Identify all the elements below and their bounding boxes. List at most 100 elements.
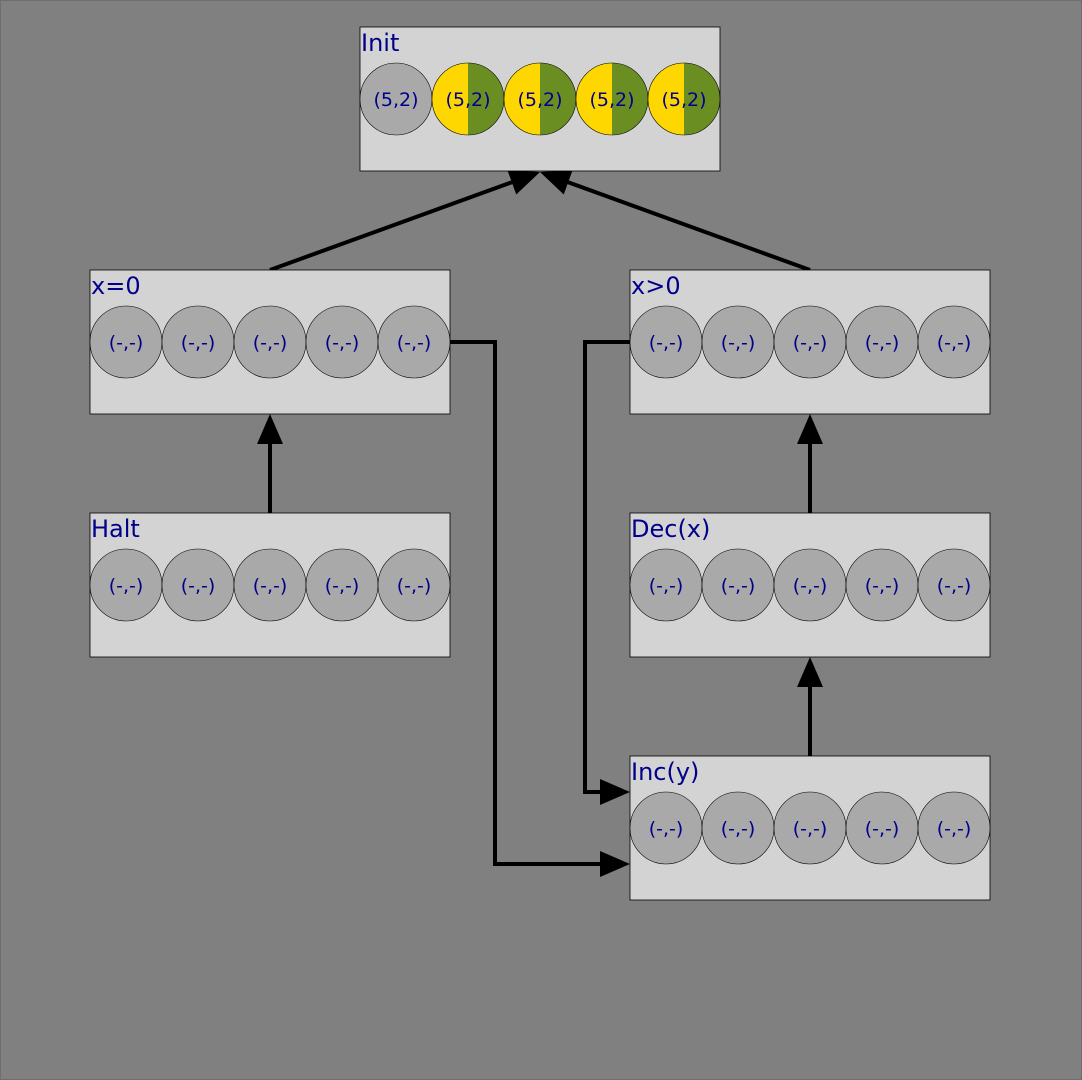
token-label: (-,-) [649, 818, 684, 840]
token-label: (-,-) [649, 332, 684, 354]
token[interactable]: (-,-) [773, 305, 847, 379]
token-label: (5,2) [445, 89, 490, 111]
node-x-gt-0[interactable]: x>0 (-,-) (-,-) (-,-) (-,-) (-,-) [629, 269, 991, 415]
token-label: (-,-) [397, 332, 432, 354]
token-label: (-,-) [325, 575, 360, 597]
token-outline [647, 62, 721, 136]
token[interactable]: (-,-) [917, 305, 991, 379]
arrow-head [257, 414, 283, 444]
edge-line [583, 340, 630, 794]
token-label: (5,2) [661, 89, 706, 111]
token[interactable]: (-,-) [917, 548, 991, 622]
token[interactable]: (-,-) [305, 548, 379, 622]
edge-x-eq-0-to-init[interactable] [269, 170, 540, 272]
token-label: (-,-) [865, 818, 900, 840]
token[interactable]: (-,-) [773, 548, 847, 622]
token-label: (-,-) [253, 332, 288, 354]
arrow-head [797, 657, 823, 687]
edge-halt-to-x-eq-0[interactable] [257, 414, 283, 513]
token-label: (-,-) [721, 818, 756, 840]
node-halt[interactable]: Halt (-,-) (-,-) (-,-) (-,-) (-,-) [89, 512, 451, 658]
token[interactable]: (-,-) [89, 548, 163, 622]
token-label: (-,-) [397, 575, 432, 597]
token[interactable]: (-,-) [629, 791, 703, 865]
token[interactable]: (-,-) [845, 548, 919, 622]
node-title: Halt [91, 515, 140, 543]
arrow-head [600, 779, 630, 805]
token[interactable]: (-,-) [161, 548, 235, 622]
token-label: (-,-) [109, 575, 144, 597]
token-half-yellow [504, 63, 540, 135]
edge-inc-y-to-dec-x[interactable] [797, 657, 823, 756]
node-x-eq-0[interactable]: x=0 (-,-) (-,-) (-,-) (-,-) (-,-) [89, 269, 451, 415]
token[interactable]: (-,-) [773, 791, 847, 865]
token[interactable]: (5,2) [647, 62, 721, 136]
token[interactable]: (5,2) [503, 62, 577, 136]
edge-dec-x-to-x-gt-0[interactable] [797, 414, 823, 513]
token-label: (-,-) [649, 575, 684, 597]
token[interactable]: (-,-) [305, 305, 379, 379]
token[interactable]: (-,-) [701, 305, 775, 379]
token-label: (-,-) [937, 332, 972, 354]
token[interactable]: (-,-) [161, 305, 235, 379]
token[interactable]: (-,-) [233, 305, 307, 379]
node-init[interactable]: Init (5,2) (5,2) (5,2) (5,2) (5,2) [359, 26, 721, 172]
token-half-yellow [648, 63, 684, 135]
token-circle [917, 548, 991, 622]
token-label: (-,-) [253, 575, 288, 597]
token[interactable]: (-,-) [377, 305, 451, 379]
token[interactable]: (-,-) [845, 791, 919, 865]
token-half-yellow [576, 63, 612, 135]
token-label: (-,-) [721, 332, 756, 354]
token-label: (-,-) [721, 575, 756, 597]
token-label: (-,-) [937, 575, 972, 597]
node-title: x>0 [631, 272, 681, 300]
node-title: Inc(y) [631, 758, 699, 786]
token-circle [917, 791, 991, 865]
token-label: (-,-) [325, 332, 360, 354]
token[interactable]: (-,-) [629, 305, 703, 379]
token-label: (5,2) [517, 89, 562, 111]
token[interactable]: (-,-) [845, 305, 919, 379]
node-title: Dec(x) [631, 515, 710, 543]
token-label: (-,-) [793, 818, 828, 840]
token-label: (-,-) [181, 332, 216, 354]
token[interactable]: (-,-) [377, 548, 451, 622]
token[interactable]: (5,2) [359, 62, 433, 136]
token[interactable]: (-,-) [629, 548, 703, 622]
edge-line [450, 340, 600, 866]
token-label: (5,2) [589, 89, 634, 111]
token-label: (-,-) [865, 575, 900, 597]
token[interactable]: (-,-) [701, 791, 775, 865]
arrow-head [600, 851, 630, 877]
node-title: x=0 [91, 272, 141, 300]
token-label: (-,-) [109, 332, 144, 354]
token-label: (-,-) [937, 818, 972, 840]
arrow-head [507, 170, 540, 195]
token-label: (-,-) [181, 575, 216, 597]
edge-x-gt-0-to-inc-y[interactable] [583, 340, 630, 805]
node-title: Init [361, 29, 399, 57]
token-circle [377, 305, 451, 379]
token-circle [377, 548, 451, 622]
token[interactable]: (5,2) [575, 62, 649, 136]
token-half-yellow [432, 63, 468, 135]
token[interactable]: (-,-) [233, 548, 307, 622]
edge-x-gt-0-to-init[interactable] [540, 170, 811, 272]
token-label: (-,-) [793, 332, 828, 354]
node-dec-x[interactable]: Dec(x) (-,-) (-,-) (-,-) (-,-) (-,-) [629, 512, 991, 658]
token[interactable]: (-,-) [917, 791, 991, 865]
token[interactable]: (-,-) [89, 305, 163, 379]
token-label: (-,-) [793, 575, 828, 597]
nodes-layer: Init (5,2) (5,2) (5,2) (5,2) (5,2) x=0 (-,-) (-,… [89, 26, 991, 901]
edges-layer [257, 170, 823, 877]
node-inc-y[interactable]: Inc(y) (-,-) (-,-) (-,-) (-,-) (-,-) [629, 755, 991, 901]
token[interactable]: (-,-) [701, 548, 775, 622]
arrow-head [540, 170, 573, 195]
token-label: (5,2) [373, 89, 418, 111]
token-label: (-,-) [865, 332, 900, 354]
edge-line [269, 180, 513, 272]
edge-x-eq-0-to-inc-y[interactable] [450, 340, 630, 877]
token[interactable]: (5,2) [431, 62, 505, 136]
